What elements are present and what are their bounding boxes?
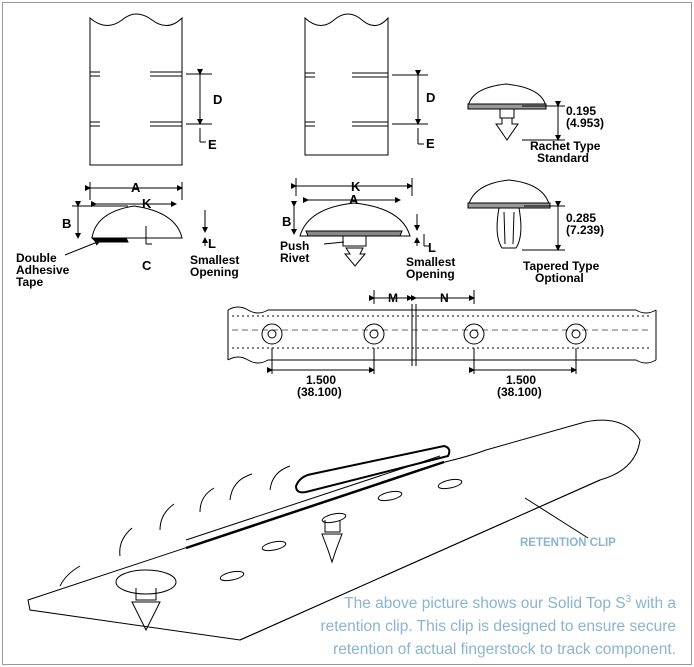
isometric-assembly [27, 419, 641, 641]
label-pitch2mm: (38.100) [497, 385, 542, 399]
label-dim1: 0.195 [566, 104, 596, 118]
label-push: Push [280, 239, 309, 253]
retention-clip-label: RETENTION CLIP [520, 537, 616, 549]
track-strip [227, 290, 657, 374]
label-l1: L [208, 236, 216, 251]
middle-labels: D E K A B L Push Rivet Smallest Opening [280, 90, 455, 281]
rachet-type-clip [467, 83, 565, 141]
label-rivet: Rivet [280, 251, 309, 265]
label-pitch2: 1.500 [506, 373, 536, 387]
label-standard: Standard [537, 151, 589, 165]
label-k2: K [351, 179, 361, 194]
label-d2: D [426, 90, 435, 105]
label-dim1mm: (4.953) [566, 116, 604, 130]
label-m: M [388, 291, 398, 305]
left-labels: D E A K B L C Double Adhesive Tape Small… [16, 92, 239, 289]
label-dim2: 0.285 [566, 211, 596, 225]
label-optional: Optional [535, 271, 584, 285]
clip-type-labels: 0.195 (4.953) Rachet Type Standard 0.285… [523, 104, 604, 285]
left-profile-view [64, 182, 208, 256]
left-strip-view [89, 13, 212, 166]
label-double: Double [16, 251, 57, 265]
tapered-type-clip [467, 179, 565, 251]
middle-strip-view [304, 13, 428, 156]
middle-profile-view [291, 178, 430, 267]
label-a2: A [349, 192, 359, 207]
label-smallest1: Smallest [190, 253, 239, 267]
label-l2: L [428, 240, 436, 255]
label-k1: K [142, 196, 152, 211]
label-opening1: Opening [190, 265, 239, 279]
label-dim2mm: (7.239) [566, 223, 604, 237]
label-c1: C [142, 258, 152, 273]
label-d1: D [213, 92, 222, 107]
label-b2: B [282, 214, 291, 229]
label-opening2: Opening [406, 267, 455, 281]
label-a1: A [131, 180, 141, 195]
label-e1: E [208, 137, 217, 152]
label-pitch1: 1.500 [306, 373, 336, 387]
label-smallest2: Smallest [406, 255, 455, 269]
label-n: N [440, 291, 449, 305]
label-rachet: Rachet Type [530, 139, 601, 153]
label-pitch1mm: (38.100) [297, 385, 342, 399]
label-tape: Tape [16, 275, 43, 289]
label-adhesive: Adhesive [16, 263, 70, 277]
track-labels: M N 1.500 (38.100) 1.500 (38.100) [297, 291, 542, 399]
label-tapered: Tapered Type [523, 259, 600, 273]
label-b1: B [62, 216, 71, 231]
caption-text: The above picture shows our Solid Top S3… [320, 594, 676, 659]
label-e2: E [426, 136, 435, 151]
